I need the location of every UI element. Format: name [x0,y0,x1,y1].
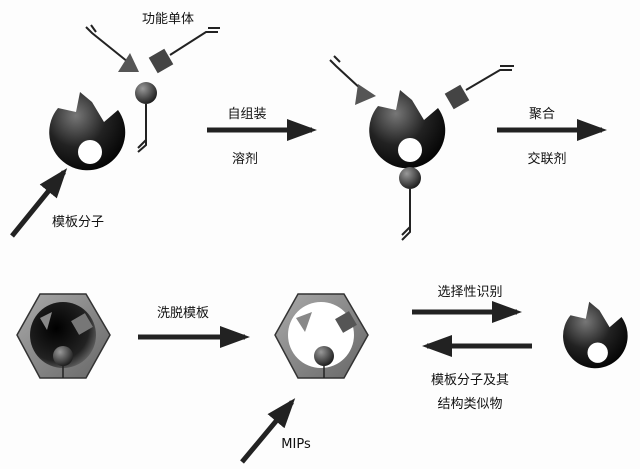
triangle-monomer [85,24,139,72]
label-mips: MIPs [281,437,311,452]
template-molecule-1 [49,92,126,171]
mip-cavity [274,293,369,379]
label-functional-monomer: 功能单体 [141,12,195,27]
pre-polymer-complex [329,55,514,241]
square-monomer [148,27,220,74]
label-polymerization: 聚合 [528,107,556,122]
label-selective-recognition: 选择性识别 [437,285,503,300]
template-molecule-free [563,301,628,369]
label-crosslinker: 交联剂 [527,152,567,167]
label-elute-template: 洗脱模板 [156,306,210,321]
imprinted-polymer-with-template [16,293,111,379]
template-pointer-arrow [10,168,68,238]
label-solvent: 溶剂 [231,152,259,167]
label-self-assembly: 自组装 [227,107,267,122]
mips-pointer-arrow [240,398,296,464]
ball-monomer [135,82,157,153]
label-template-analogs-1: 模板分子及其 [430,373,510,388]
label-template-molecule: 模板分子 [51,215,105,230]
label-template-analogs-2: 结构类似物 [437,397,503,412]
